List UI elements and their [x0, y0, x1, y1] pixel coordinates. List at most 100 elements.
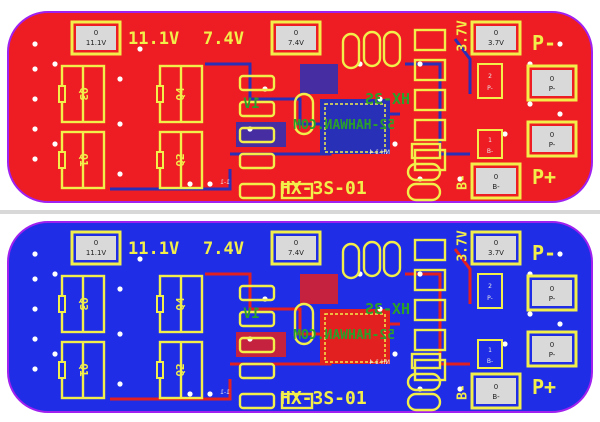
pad-number: 0: [94, 29, 98, 37]
mosfet-notch: [58, 151, 66, 169]
pad-11v-frame: [70, 230, 122, 266]
pad-3v-frame: [470, 230, 522, 266]
capacitor-outline: [341, 242, 361, 280]
via: [32, 366, 38, 372]
pad-number: 0: [494, 29, 498, 37]
via: [417, 271, 423, 277]
ic-outline: [324, 313, 386, 363]
mosfet-label-q2: Q2: [174, 363, 187, 376]
pin-label: P-: [487, 85, 493, 92]
resistor-outline: [238, 362, 276, 380]
via: [207, 391, 213, 397]
smd-outline: [413, 148, 447, 172]
pad-value: B-: [492, 393, 500, 401]
resistor-outline: [238, 336, 276, 354]
smd-outline: [413, 298, 447, 322]
via: [457, 176, 463, 182]
resistor-outline: [238, 126, 276, 144]
connector-outline: [477, 273, 503, 309]
via: [417, 61, 423, 67]
copper-pour: [300, 274, 338, 304]
mirrored-board-name: HX-3S: [365, 90, 410, 108]
via: [117, 286, 123, 292]
pad-value: 11.1V: [86, 249, 107, 257]
capacitor-outline: [406, 392, 442, 412]
pad-b-minus: [476, 378, 516, 404]
pin-label: 1: [488, 137, 492, 144]
capacitor-outline: [406, 182, 442, 202]
via: [557, 251, 563, 257]
panel-separator: [0, 210, 600, 214]
via: [557, 111, 563, 117]
p-plus-label: P+: [532, 375, 556, 399]
pad-value: 7.4V: [288, 39, 304, 47]
trace: [110, 169, 232, 191]
via: [117, 381, 123, 387]
ic-outline: [324, 103, 386, 153]
capacitor-outline: [362, 30, 382, 68]
via: [32, 251, 38, 257]
mosfet-notch: [58, 85, 66, 103]
via: [32, 306, 38, 312]
pad-number: 0: [494, 383, 498, 391]
via: [392, 351, 398, 357]
mosfet-notch: [58, 295, 66, 313]
mosfet-label-q4: Q4: [174, 87, 187, 101]
capacitor-outline: [293, 92, 315, 136]
smd-outline: [413, 238, 447, 262]
smd-outline: [413, 358, 447, 382]
voltage-label-11v: 11.1V: [128, 29, 179, 49]
pin-label: 1: [488, 347, 492, 354]
pin-label: B-: [487, 358, 493, 365]
voltage-label-7v: 7.4V: [203, 239, 244, 259]
copper-pour: [236, 122, 286, 147]
resistor-outline: [238, 392, 276, 410]
via: [377, 306, 383, 312]
mosfet-notch: [156, 361, 164, 379]
pin-label: P-: [487, 295, 493, 302]
via: [137, 46, 143, 52]
pad-value: 3.7V: [488, 39, 504, 47]
board-name: HX-3S-01: [280, 178, 367, 199]
mirrored-voltage: 1V: [243, 96, 260, 112]
pad-p-minus-a: [532, 280, 572, 306]
capacitor-outline: [406, 372, 442, 392]
pad-p-minus-a-frame: [526, 64, 578, 102]
pad-p-minus-a-frame: [526, 274, 578, 312]
pad-b-minus-frame: [470, 372, 522, 410]
via: [52, 351, 58, 357]
pad-3v-frame: [470, 20, 522, 56]
via: [527, 311, 533, 317]
pad-value: B-: [492, 183, 500, 191]
capacitor-outline: [382, 240, 402, 278]
pad-number: 0: [550, 75, 554, 83]
mirrored-small-label: 1-1: [220, 389, 230, 396]
pad-number: 0: [550, 341, 554, 349]
pad-7v-frame: [270, 20, 322, 56]
via: [557, 321, 563, 327]
mirrored-website: 52-HAHWAN.COM: [293, 328, 395, 343]
connector-outline: [477, 339, 503, 369]
pad-value: 3.7V: [488, 249, 504, 257]
mosfet-notch: [58, 361, 66, 379]
pad-11v: [76, 26, 116, 50]
b-minus-label: B-: [456, 174, 471, 190]
via: [52, 61, 58, 67]
voltage-label-3v: 3.7V: [456, 20, 471, 51]
via: [137, 256, 143, 262]
via: [457, 386, 463, 392]
mirrored-small-label: NH-1-4: [369, 359, 390, 366]
capacitor-outline: [362, 240, 382, 278]
mirrored-website: 52-HAHWAN.COM: [293, 118, 395, 133]
pad-value: P-: [549, 351, 556, 359]
p-minus-label: P-: [532, 241, 556, 265]
mosfet-label-q4: Q4: [174, 297, 187, 311]
copper-pour: [300, 64, 338, 94]
pad-number: 0: [550, 131, 554, 139]
mosfet-label-q3: Q3: [77, 297, 90, 310]
pad-number: 0: [294, 29, 298, 37]
resistor-outline: [238, 100, 276, 118]
via: [117, 331, 123, 337]
